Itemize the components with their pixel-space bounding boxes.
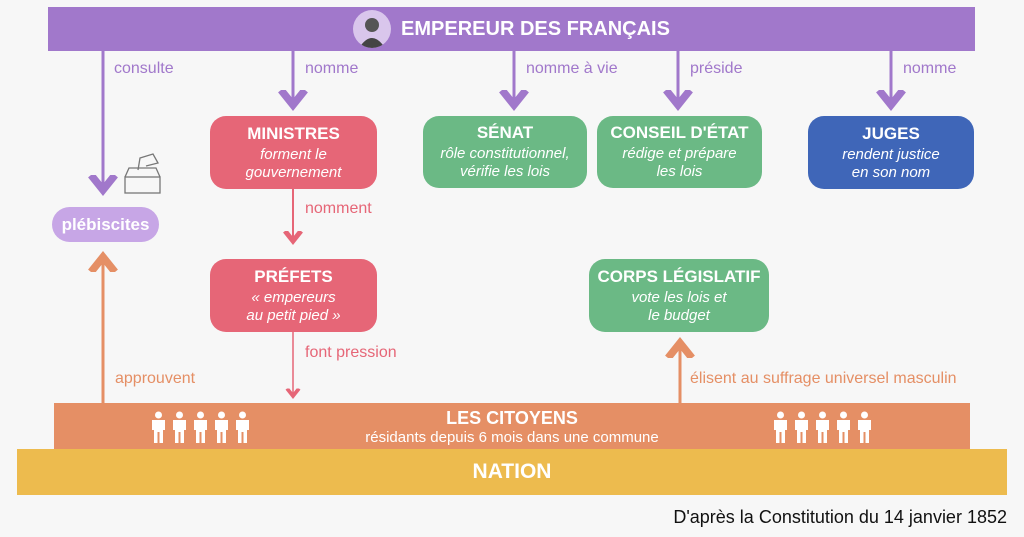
ministres-title: MINISTRES xyxy=(247,123,340,143)
prefets-box: PRÉFETS « empereurs au petit pied » xyxy=(210,259,377,332)
citoyens-title: LES CITOYENS xyxy=(446,408,578,428)
juges-title: JUGES xyxy=(862,123,920,143)
corps-legislatif-box: CORPS LÉGISLATIF vote les lois et le bud… xyxy=(589,259,769,332)
conseil-title: CONSEIL D'ÉTAT xyxy=(610,123,749,142)
source-caption: D'après la Constitution du 14 janvier 18… xyxy=(673,507,1007,527)
label-nomme-ministres: nomme xyxy=(305,60,359,77)
prefets-desc: « empereurs au petit pied » xyxy=(246,288,341,324)
label-nomme-a-vie: nomme à vie xyxy=(526,60,618,77)
label-nomme-juges: nomme xyxy=(903,60,957,77)
conseil-box: CONSEIL D'ÉTAT rédige et prépare les loi… xyxy=(597,116,762,188)
ministres-desc: forment le gouvernement xyxy=(245,145,342,181)
emperor-bar: EMPEREUR DES FRANÇAIS xyxy=(48,7,975,51)
emperor-title: EMPEREUR DES FRANÇAIS xyxy=(401,17,670,40)
senat-title: SÉNAT xyxy=(476,123,534,142)
label-consulte: consulte xyxy=(114,60,174,77)
people-icon xyxy=(772,411,873,443)
juges-desc: rendent justice en son nom xyxy=(842,145,940,181)
label-font-pression: font pression xyxy=(305,344,397,361)
emperor-portrait-icon xyxy=(353,10,392,48)
nation-bar: NATION xyxy=(17,449,1007,495)
label-nomment: nomment xyxy=(305,200,372,217)
label-preside: préside xyxy=(690,60,743,77)
ministres-box: MINISTRES forment le gouvernement xyxy=(210,116,377,189)
people-icon xyxy=(150,411,251,443)
prefets-title: PRÉFETS xyxy=(254,266,333,286)
senat-box: SÉNAT rôle constitutionnel, vérifie les … xyxy=(423,116,587,188)
conseil-desc: rédige et prépare les lois xyxy=(622,145,737,180)
citoyens-desc: résidants depuis 6 mois dans une commune xyxy=(365,429,659,446)
label-approuvent: approuvent xyxy=(115,370,196,387)
plebiscites-pill: plébiscites xyxy=(52,207,159,242)
senat-desc: rôle constitutionnel, vérifie les lois xyxy=(440,145,570,180)
corps-desc: vote les lois et le budget xyxy=(631,288,727,324)
ballot-box-icon xyxy=(124,153,161,194)
corps-title: CORPS LÉGISLATIF xyxy=(597,266,761,286)
juges-box: JUGES rendent justice en son nom xyxy=(808,116,974,189)
label-elisent: élisent au suffrage universel masculin xyxy=(690,370,957,387)
citoyens-bar: LES CITOYENS résidants depuis 6 mois dan… xyxy=(54,403,970,449)
